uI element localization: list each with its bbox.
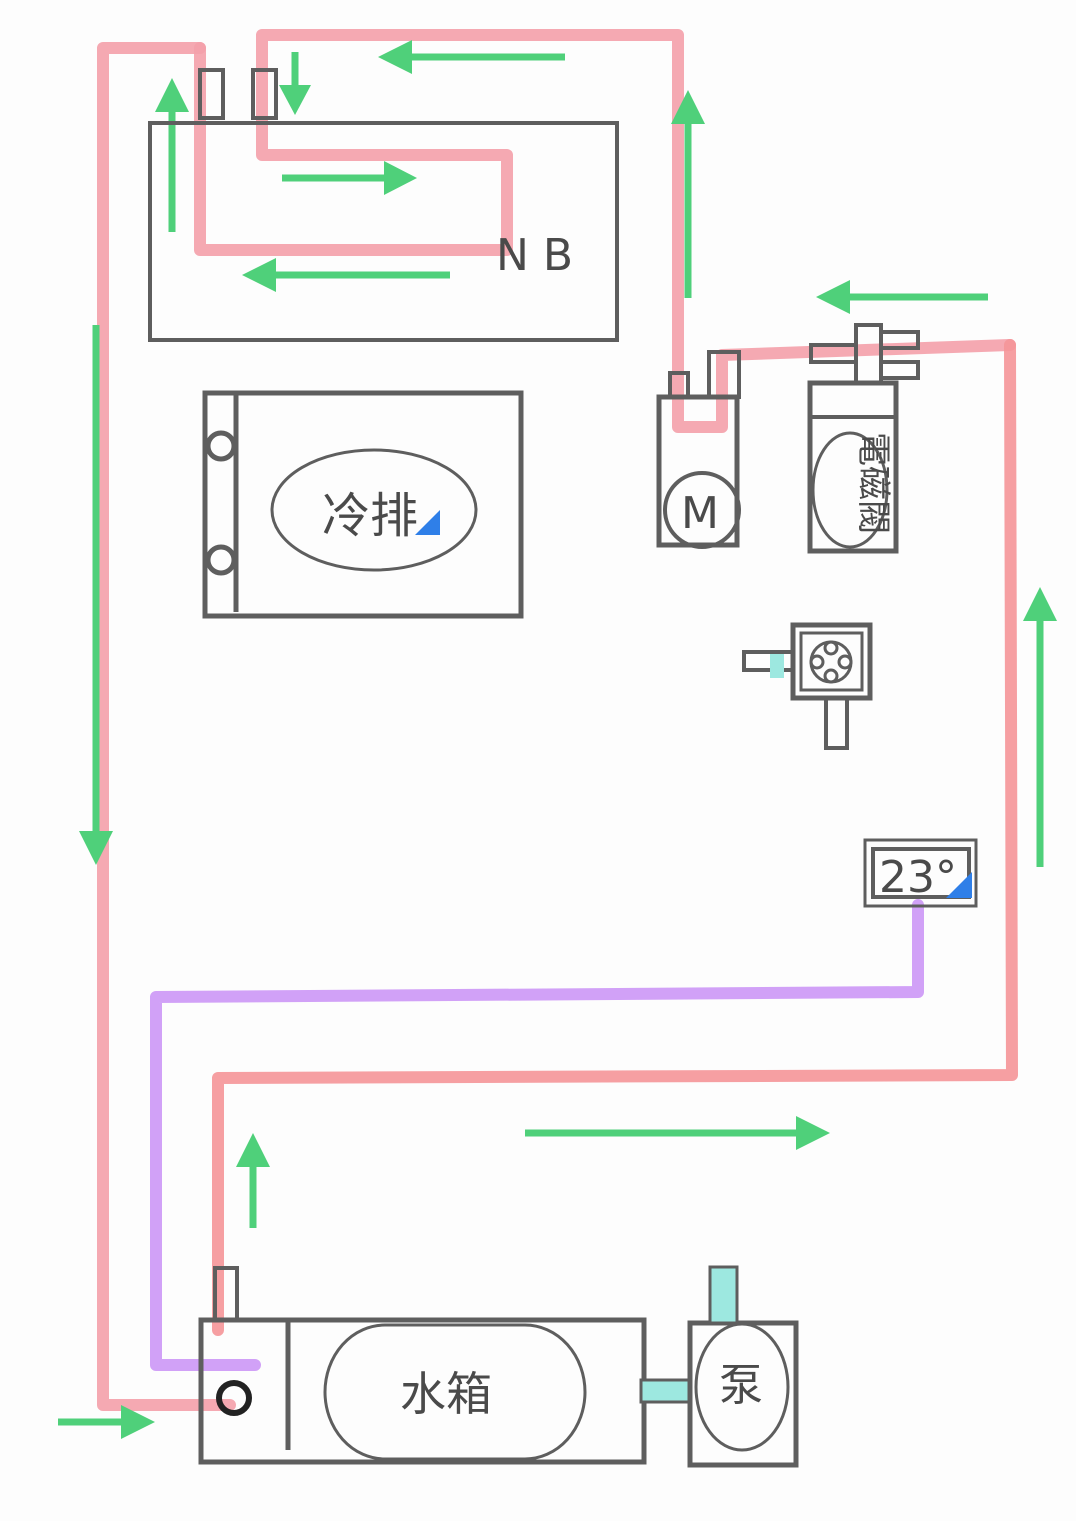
flow-meter-body (790, 622, 873, 701)
water-block-label: N B (496, 230, 573, 281)
water-block: N B (148, 68, 619, 342)
water-block-inlet-fitting (251, 68, 278, 120)
motor-fitting-left (668, 371, 690, 399)
temperature-display-inner (871, 847, 971, 899)
motor-label: M (681, 488, 719, 539)
flow-arrow-right-up (1023, 587, 1057, 867)
temperature-accent-mark (946, 872, 972, 898)
radiator-body (202, 390, 524, 619)
flow-arrows (58, 40, 1057, 1439)
flow-arrow-block-left (242, 258, 450, 292)
flow-arrow-outlet-up (155, 78, 189, 232)
flow-meter-outlet (824, 696, 849, 750)
pump-label: 泵 (719, 1360, 763, 1411)
solenoid-valve: 電磁閥 (807, 323, 920, 554)
flow-arrow-inlet-down (279, 52, 311, 115)
flow-arrow-left-down (79, 325, 113, 865)
solenoid-port-left (809, 343, 858, 364)
water-tank-top-fitting (213, 1266, 239, 1322)
solenoid-label-oval (811, 431, 889, 549)
flow-meter-rotor-icon (809, 640, 853, 684)
radiator-port-top (205, 430, 237, 462)
radiator-port-bottom (205, 544, 237, 576)
water-tank-label: 水箱 (400, 1367, 492, 1421)
water-block-outlet-fitting (198, 68, 225, 120)
pipe-block-channel (194, 29, 1016, 433)
flow-meter-inner (799, 631, 864, 692)
pipes (97, 29, 1018, 1411)
temperature-display-outer (863, 838, 978, 908)
motor: M (656, 350, 741, 549)
water-tank-inlet-port (216, 1380, 252, 1416)
tank-pump-link (639, 1378, 692, 1404)
flow-meter-inlet (742, 650, 795, 672)
pipe-sensor-line (150, 899, 924, 1371)
pump: 泵 (687, 1265, 799, 1468)
flow-arrow-tank-in (58, 1405, 155, 1439)
pump-outlet (708, 1265, 739, 1325)
motor-circle (663, 471, 741, 549)
flow-arrow-top-left (378, 40, 565, 74)
radiator-label: 冷排 (322, 488, 418, 544)
flow-arrow-motor-up (671, 90, 705, 298)
pump-label-oval (694, 1322, 790, 1452)
flow-meter-inlet-coolant (770, 654, 784, 678)
flow-arrow-block-right (282, 161, 417, 195)
solenoid-body (807, 380, 899, 554)
radiator-accent-mark (415, 510, 440, 535)
flow-arrow-bottom-right (525, 1116, 830, 1150)
pipe-left-main (97, 42, 236, 1411)
flow-arrow-solenoid-left (816, 280, 988, 314)
water-tank: 水箱 (198, 1266, 647, 1465)
solenoid-port-right-lower (879, 360, 920, 380)
temperature-value: 23° (879, 852, 957, 903)
motor-fitting-right (707, 350, 741, 399)
water-block-body (148, 121, 619, 342)
pipe-right-return (212, 339, 1018, 1336)
water-tank-label-capsule (323, 1323, 587, 1461)
flow-arrow-tank-up (236, 1133, 270, 1228)
temperature-display: 23° (863, 838, 978, 908)
radiator: 冷排 (202, 390, 524, 619)
solenoid-label: 電磁閥 (853, 432, 893, 534)
flow-meter (742, 622, 873, 750)
radiator-label-oval (270, 448, 478, 572)
solenoid-port-right (879, 330, 920, 350)
